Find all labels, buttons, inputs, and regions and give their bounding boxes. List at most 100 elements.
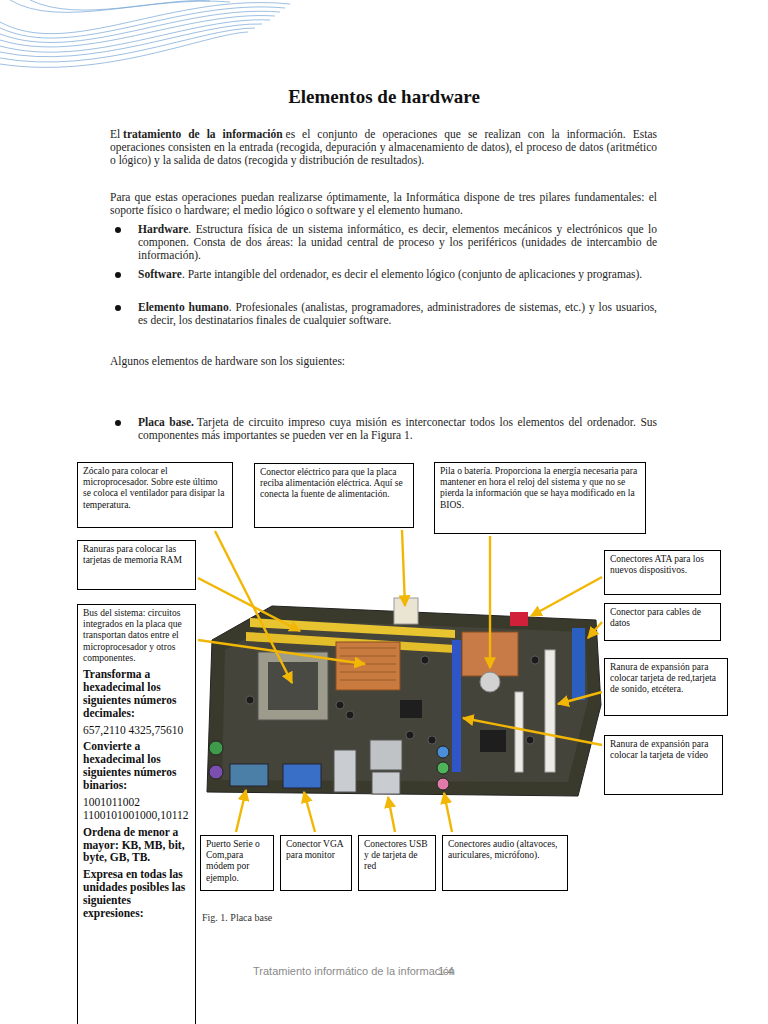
heatsink-fins-part (340, 655, 396, 656)
body-text: Algunos elementos de hardware son los si… (110, 355, 345, 367)
capacitors-part (406, 731, 414, 739)
audio-jack (437, 746, 449, 758)
decorative-waves-part (0, 24, 262, 57)
bullet-dot (115, 272, 121, 278)
callout-box: Pila o batería. Proporciona la energía n… (434, 462, 646, 534)
heatsink-fins-part (340, 647, 396, 648)
leader-lines-part (198, 640, 365, 664)
cpu-socket-pins (268, 662, 318, 710)
ps2-port (209, 765, 223, 779)
leader-lines-part (444, 793, 452, 832)
bold-term: tratamiento de la información (123, 128, 283, 140)
bold-term: Placa base. (138, 416, 194, 428)
leader-lines-part (531, 577, 602, 616)
audio-jack (437, 778, 449, 790)
decorative-waves-part (0, 11, 280, 42)
leader-lines-part (304, 792, 315, 832)
ata-connector (510, 612, 528, 626)
exercise-text: 1001011002 1100101001000,10112 (83, 796, 190, 822)
callout-box: Conectores ATA para los nuevos dispositi… (604, 550, 721, 595)
exercise-text: Convierte a hexadecimal los siguientes n… (83, 740, 190, 792)
audio-jack (437, 762, 449, 774)
callout-text: Conector eléctrico para que la placa rec… (260, 467, 408, 501)
decorative-waves-part (0, 28, 255, 62)
decorative-waves (0, 0, 290, 67)
body-text: . Parte intangible del ordenador, es dec… (182, 268, 642, 280)
ps2-port (209, 741, 223, 755)
leader-lines-part (198, 578, 300, 631)
bold-term: Hardware (138, 223, 188, 235)
bullet-dot (115, 420, 121, 426)
board-surface (222, 620, 588, 782)
callout-text: Conectores ATA para los nuevos dispositi… (610, 554, 715, 576)
heatsink-fins-part (340, 663, 396, 664)
exercise-text: Transforma a hexadecimal los siguientes … (83, 668, 190, 720)
body-paragraph: Hardware. Estructura física de un sistem… (138, 223, 657, 263)
usb-ports (334, 750, 356, 792)
callout-box: Conectores USB y de tarjeta de red (358, 835, 436, 891)
callout-text: Zócalo para colocar el microprocesador. … (83, 466, 227, 511)
callout-box: Zócalo para colocar el microprocesador. … (77, 462, 233, 528)
capacitors-part (428, 736, 436, 744)
body-paragraph: Software. Parte intangible del ordenador… (138, 268, 657, 281)
exercise-text: Expresa en todas las unidades posibles l… (83, 868, 190, 920)
callout-box: Ranura de expansión para colocar la tarj… (604, 735, 723, 795)
body-text: El (110, 128, 120, 140)
figure-caption: Fig. 1. Placa base (202, 912, 272, 923)
pci-slot (515, 692, 523, 772)
heatsink-fins-part (340, 671, 396, 672)
usb-ports (372, 772, 400, 794)
decorative-waves-part (10, 0, 230, 12)
leader-lines-part (388, 797, 395, 832)
chip (400, 700, 422, 718)
callout-text: Pila o batería. Proporciona la energía n… (440, 466, 640, 511)
decorative-waves-part (0, 16, 275, 47)
ide-connector (572, 628, 585, 700)
page-title: Elementos de hardware (0, 86, 768, 108)
battery (480, 672, 500, 692)
callout-box: Conector para cables de datos (604, 603, 721, 641)
callout-box: Puerto Serie o Com,para módem por ejempl… (200, 835, 274, 891)
bullet-dot (115, 305, 121, 311)
leader-lines-part (236, 790, 246, 832)
callout-text: Ranura de expansión para colocar tarjeta… (610, 662, 722, 696)
decorative-waves-part (0, 32, 248, 67)
body-paragraph: Para que estas operaciones puedan realiz… (110, 191, 657, 217)
heatsink-fins-part (340, 679, 396, 680)
capacitors-part (346, 711, 354, 719)
body-paragraph: Placa base.Tarjeta de circuito impreso c… (138, 416, 657, 442)
rj45-port (370, 740, 402, 770)
leader-lines-part (588, 622, 602, 638)
callout-text: Conector VGA para monitor (286, 839, 346, 861)
motherboard-illustration (207, 598, 601, 796)
exercise-text: 657,2110 4325,75610 (83, 724, 190, 737)
leader-lines-part (402, 530, 405, 606)
bullet-dot (115, 227, 121, 233)
callout-text: Bus del sistema: circuitos integrados en… (83, 608, 190, 664)
body-text: Para que estas operaciones puedan realiz… (110, 191, 657, 216)
callout-box: Ranuras para colocar las tarjetas de mem… (77, 540, 196, 590)
heatsink-fins (340, 648, 396, 680)
capacitors-part (246, 696, 254, 704)
callout-text: Conectores audio (altavoces, auriculares… (448, 839, 562, 861)
bold-term: Elemento humano (138, 301, 229, 313)
callout-text: Ranura de expansión para colocar la tarj… (610, 739, 717, 761)
body-paragraph: Algunos elementos de hardware son los si… (110, 355, 657, 368)
decorative-waves-part (30, 0, 210, 10)
callout-box: Bus del sistema: circuitos integrados en… (77, 604, 196, 1024)
body-text: . Estructura física de un sistema inform… (138, 223, 657, 261)
capacitors-part (526, 736, 534, 744)
leader-lines-part (463, 718, 602, 745)
body-paragraph: Elemento humano. Profesionales (analista… (138, 301, 657, 327)
page-footer: Tratamiento informático de la informació… (253, 965, 455, 977)
callout-text: Conectores USB y de tarjeta de red (364, 839, 430, 873)
chip (480, 730, 506, 752)
serial-port (230, 764, 268, 786)
callout-box: Conectores audio (altavoces, auriculares… (442, 835, 568, 891)
callout-box: Conector VGA para monitor (280, 835, 352, 891)
callout-box: Conector eléctrico para que la placa rec… (254, 463, 414, 528)
exercise-text: Ordena de menor a mayor: KB, MB, bit, by… (83, 826, 190, 865)
capacitors-part (336, 701, 344, 709)
page-number: 1-4 (438, 965, 454, 977)
callout-text: Ranuras para colocar las tarjetas de mem… (83, 544, 190, 566)
